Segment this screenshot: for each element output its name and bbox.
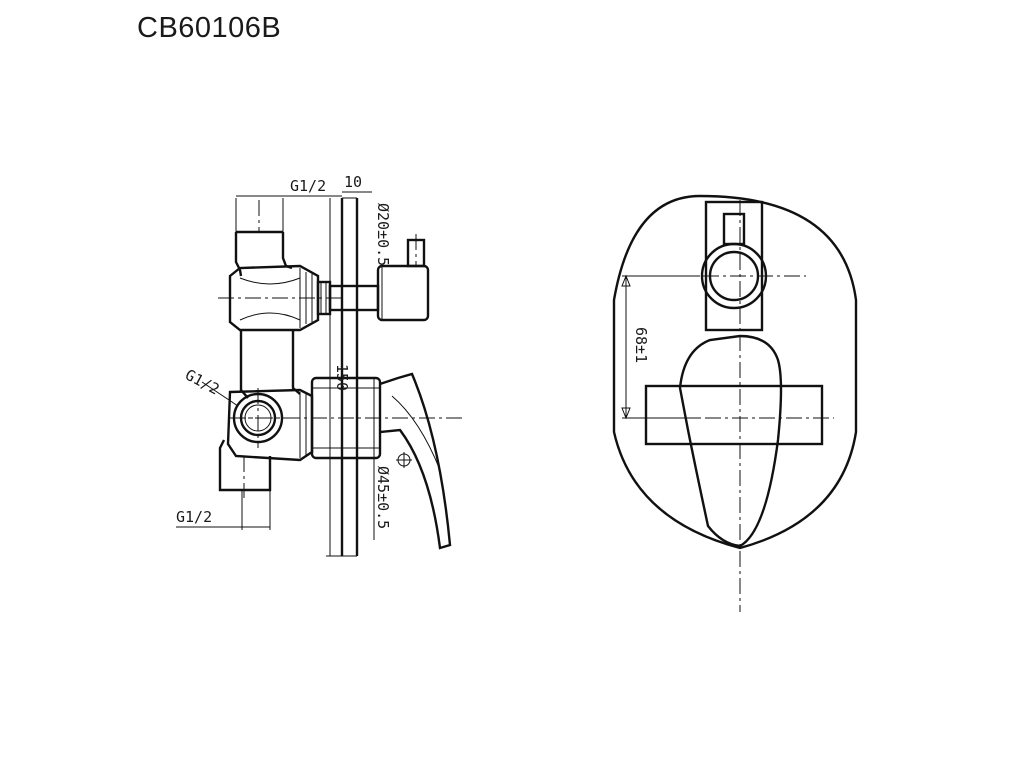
front-view: [612, 194, 858, 612]
front-lever: [644, 334, 824, 548]
lower-body: [226, 376, 464, 462]
dim-g12-side: G1/2: [182, 366, 222, 399]
dim-center-68: 68±1: [632, 327, 650, 363]
bottom-outlet-pipe: [218, 439, 272, 530]
dim-overall-150: 150: [333, 364, 351, 391]
front-diverter-knob: [700, 200, 768, 332]
vertical-body: [239, 330, 301, 399]
front-dimensions: 68±1: [621, 274, 700, 420]
dim-spout-dia: Ø20±0.5: [374, 203, 392, 266]
side-view: [218, 197, 464, 557]
side-inlet-fitting: [228, 388, 288, 448]
cover-plate: [612, 194, 858, 550]
dim-g12-top: G1/2: [290, 177, 326, 195]
dim-plate-10: 10: [344, 173, 362, 191]
side-dimensions: G1/2 10 150 Ø20±0.5 G1/2 Ø45±0.5 G1/2: [176, 173, 392, 557]
upper-body: [218, 264, 342, 332]
dim-cartridge-dia: Ø45±0.5: [374, 466, 392, 529]
dim-g12-bottom: G1/2: [176, 508, 212, 526]
lever-handle: [379, 372, 452, 550]
model-number: CB60106B: [137, 12, 282, 44]
top-inlet-pipe: [234, 200, 293, 277]
